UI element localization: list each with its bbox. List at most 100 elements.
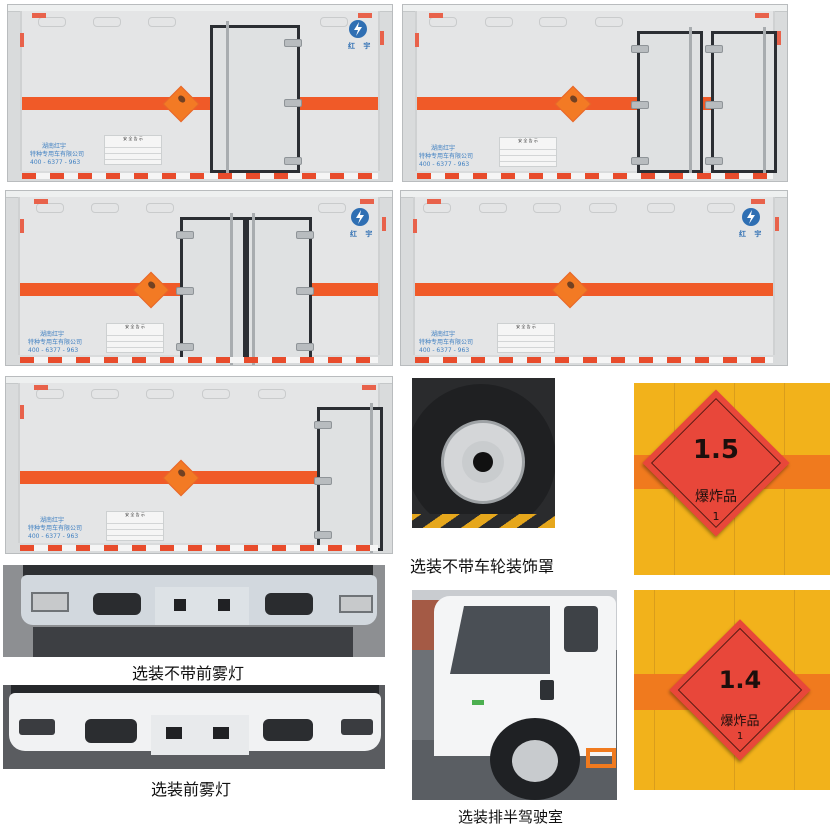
- hinge: [176, 343, 194, 351]
- hongyu-logo-icon: [349, 20, 367, 38]
- license-plate-mount: [155, 587, 249, 625]
- vent-icon: [707, 203, 735, 213]
- vent-icon: [533, 203, 561, 213]
- cargo-box-side-view-2: 湖南红宇 特种专用车有限公司 400 - 6377 - 963 安 全 告 示: [402, 4, 788, 182]
- company-phone: 400 - 6377 - 963: [419, 161, 470, 168]
- reflector: [34, 385, 48, 390]
- mount-hole: [174, 599, 186, 611]
- half-cab-photo: [412, 590, 617, 800]
- caption-fog-lamp: 选装前雾灯: [151, 780, 232, 799]
- reflector: [427, 199, 441, 204]
- box-frame: [413, 197, 775, 355]
- side-door-left: [637, 31, 703, 173]
- reflector: [415, 33, 419, 47]
- placard-class: 1: [736, 731, 744, 742]
- box-frame: [20, 11, 380, 171]
- placard-class: 1: [712, 510, 720, 523]
- hinge: [631, 45, 649, 53]
- company-line2: 特种专用车有限公司: [28, 525, 83, 532]
- cargo-box-side-view-1: 红 宇 湖南红宇 特种专用车有限公司 400 - 6377 - 963 安 全 …: [7, 4, 393, 182]
- fog-lamp-icon: [19, 719, 55, 735]
- reflector: [413, 219, 417, 233]
- company-line1: 湖南红宇: [40, 331, 65, 338]
- vent-icon: [539, 17, 567, 27]
- hinge: [314, 477, 332, 485]
- cargo-box-side-view-3: 红 宇 湖南红宇 特种专用车有限公司 400 - 6377 - 963 安 全 …: [5, 190, 393, 366]
- safety-notice-board: 安 全 告 示: [106, 511, 164, 541]
- reflector: [777, 31, 781, 45]
- reflector: [32, 13, 46, 18]
- wheel-photo: [412, 378, 555, 528]
- safety-notice-board: 安 全 告 示: [106, 323, 164, 353]
- bumper-vent: [265, 593, 313, 615]
- rear-window: [564, 606, 598, 652]
- safety-board-title: 安 全 告 示: [123, 136, 143, 141]
- placard-division: 1.5: [692, 435, 740, 465]
- vent-icon: [589, 203, 617, 213]
- logo-text: 红 宇: [739, 230, 765, 238]
- reflector: [20, 219, 24, 233]
- caption-wheel-option: 选装不带车轮装饰罩: [410, 557, 555, 576]
- vent-icon: [320, 17, 348, 27]
- door-lock-rod: [252, 213, 255, 365]
- company-name: 湖南红宇 特种专用车有限公司 400 - 6377 - 963: [28, 517, 82, 541]
- orange-stripe: [22, 97, 378, 110]
- bumper-vent: [93, 593, 141, 615]
- company-name: 湖南红宇 特种专用车有限公司 400 - 6377 - 963: [30, 143, 84, 167]
- company-line2: 特种专用车有限公司: [30, 151, 85, 158]
- hinge: [284, 99, 302, 107]
- bumper-vent: [85, 719, 137, 743]
- placard-photo-1-5: 1.5 爆炸品 1: [634, 383, 830, 575]
- company-line1: 湖南红宇: [42, 143, 67, 150]
- reflector: [20, 33, 24, 47]
- reflector: [34, 199, 48, 204]
- reflector: [360, 199, 374, 204]
- vent-icon: [202, 389, 230, 399]
- door-lock-rod: [230, 213, 233, 365]
- hinge: [176, 287, 194, 295]
- safety-board-title: 安 全 告 示: [125, 324, 145, 329]
- hazard-curb: [412, 514, 555, 528]
- reflector: [362, 385, 376, 390]
- bumper-photo-fog-lamp: [3, 685, 385, 769]
- windshield: [450, 606, 550, 674]
- vent-icon: [146, 389, 174, 399]
- placard-label: 爆炸品: [695, 489, 737, 505]
- reflector: [755, 13, 769, 18]
- placard-photo-1-4: 1.4 爆炸品 1: [634, 590, 830, 790]
- fog-lamp-icon: [341, 719, 373, 735]
- company-line1: 湖南红宇: [431, 331, 456, 338]
- vent-icon: [38, 17, 66, 27]
- safety-board-title: 安 全 告 示: [125, 512, 145, 517]
- company-name: 湖南红宇 特种专用车有限公司 400 - 6377 - 963: [419, 145, 473, 169]
- hongyu-logo-icon: [351, 208, 369, 226]
- cargo-box-side-view-5: 湖南红宇 特种专用车有限公司 400 - 6377 - 963 安 全 告 示: [5, 376, 393, 554]
- reflector: [751, 199, 765, 204]
- vent-icon: [36, 389, 64, 399]
- wheel-rim: [512, 740, 558, 782]
- safety-notice-board: 安 全 告 示: [497, 323, 555, 353]
- vent-icon: [318, 203, 346, 213]
- safety-board-title: 安 全 告 示: [518, 138, 538, 143]
- caption-no-fog-lamp: 选装不带前雾灯: [132, 664, 245, 683]
- vent-icon: [429, 17, 457, 27]
- company-phone: 400 - 6377 - 963: [419, 347, 470, 354]
- company-line2: 特种专用车有限公司: [28, 339, 83, 346]
- vent-icon: [595, 17, 623, 27]
- company-phone: 400 - 6377 - 963: [30, 159, 81, 166]
- reflective-rail: [22, 173, 378, 179]
- bumper-photo-no-fog-lamp: [3, 565, 385, 657]
- vent-icon: [423, 203, 451, 213]
- vent-icon: [36, 203, 64, 213]
- caption-half-cab: 选装排半驾驶室: [458, 808, 564, 826]
- vent-icon: [146, 203, 174, 213]
- vent-icon: [647, 203, 675, 213]
- hinge: [631, 101, 649, 109]
- company-line1: 湖南红宇: [40, 517, 65, 524]
- reflective-rail: [415, 357, 773, 363]
- placard-label: 爆炸品: [720, 714, 760, 729]
- vent-icon: [485, 17, 513, 27]
- reflective-rail: [20, 357, 378, 363]
- company-name: 湖南红宇 特种专用车有限公司 400 - 6377 - 963: [28, 331, 82, 355]
- hinge: [296, 343, 314, 351]
